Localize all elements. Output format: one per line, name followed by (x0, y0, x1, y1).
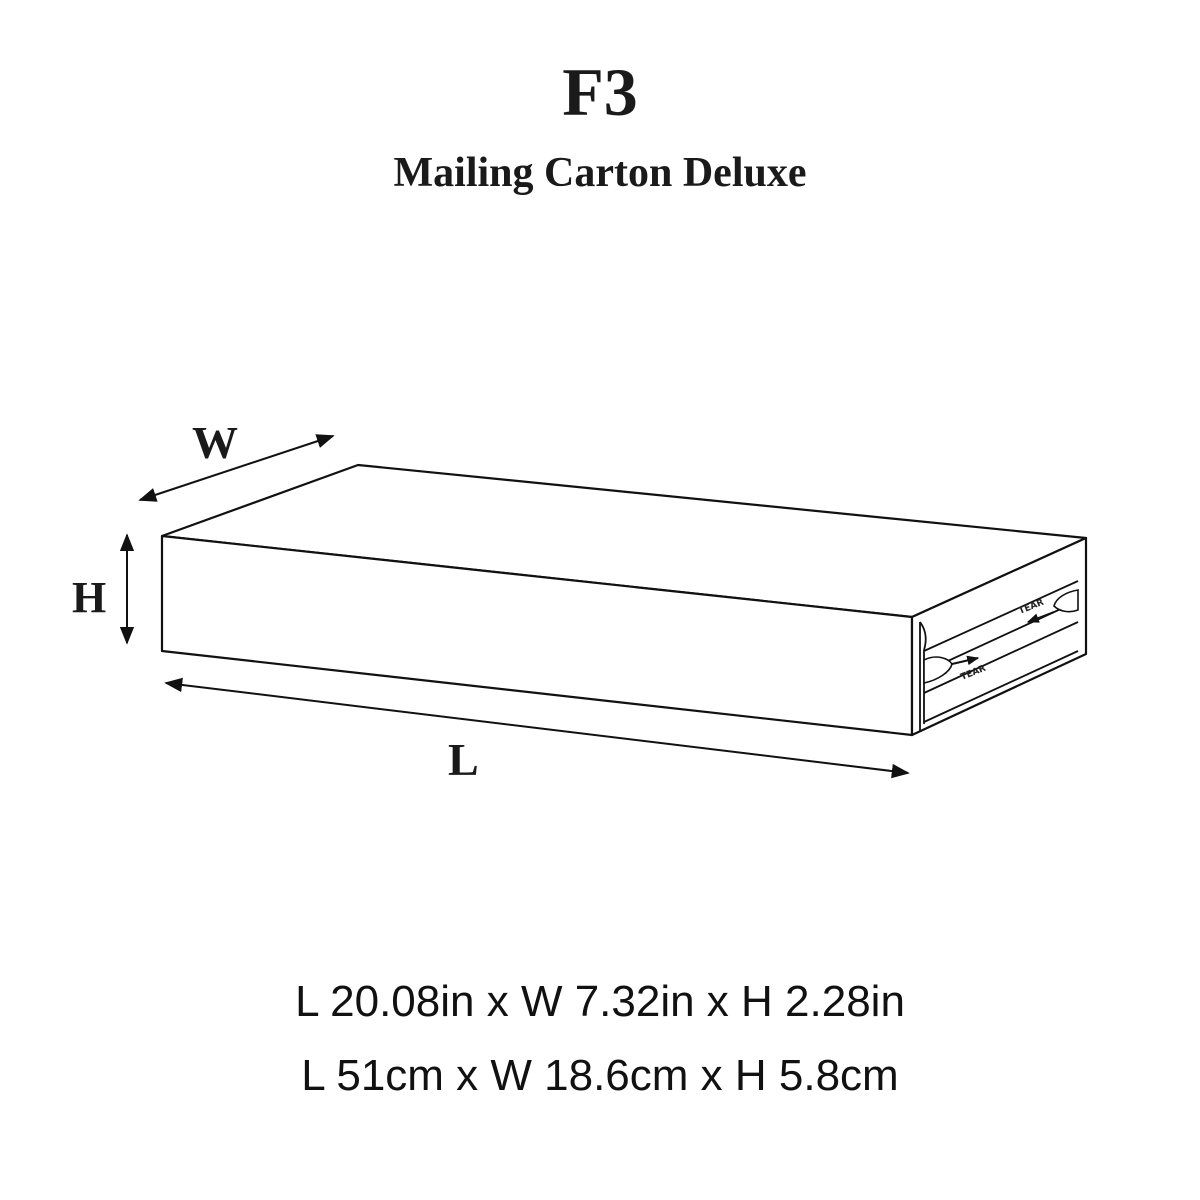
height-label: H (72, 573, 106, 622)
product-code-title: F3 (562, 54, 638, 130)
box-end-details (919, 580, 1079, 731)
width-arrow (138, 434, 335, 502)
length-label: L (448, 734, 479, 785)
width-label: W (192, 417, 238, 468)
length-arrow (164, 677, 910, 779)
product-name-subtitle: Mailing Carton Deluxe (393, 150, 807, 196)
dimensions-imperial: L 20.08in x W 7.32in x H 2.28in (295, 977, 905, 1026)
dimensions-metric: L 51cm x W 18.6cm x H 5.8cm (301, 1051, 899, 1100)
